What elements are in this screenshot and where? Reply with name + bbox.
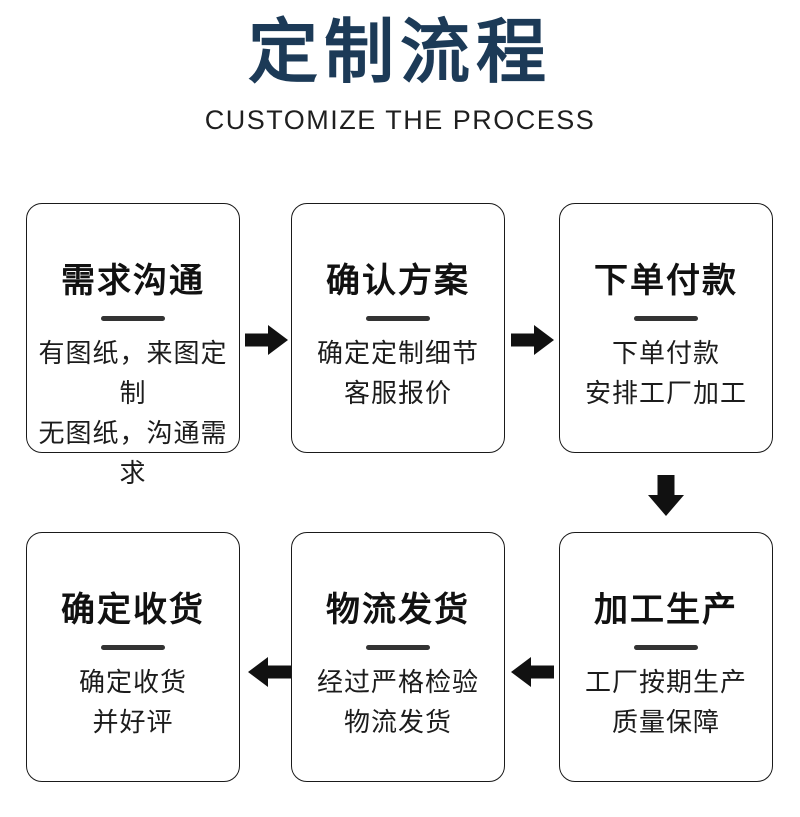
step-card-confirm-plan: 确认方案 确定定制细节 客服报价 <box>291 203 505 453</box>
step-title: 需求沟通 <box>61 262 205 300</box>
step-card-order-payment: 下单付款 下单付款 安排工厂加工 <box>559 203 773 453</box>
step-description-line: 有图纸，来图定制 <box>38 338 228 408</box>
step-description-line: 确定定制细节 <box>316 338 479 368</box>
step-description-line: 工厂按期生产 <box>584 667 747 697</box>
arrow-down-icon <box>647 475 685 517</box>
step-description-line: 无图纸，沟通需求 <box>38 418 228 488</box>
arrow-left-icon <box>510 656 554 688</box>
arrow-right-icon <box>511 324 555 356</box>
step-title: 确认方案 <box>326 262 470 300</box>
divider <box>366 645 430 650</box>
arrow-right-icon <box>245 324 289 356</box>
divider <box>634 316 698 321</box>
step-card-shipping: 物流发货 经过严格检验 物流发货 <box>291 532 505 782</box>
step-description-line: 经过严格检验 <box>316 667 479 697</box>
step-card-production: 加工生产 工厂按期生产 质量保障 <box>559 532 773 782</box>
step-description-line: 确定收货 <box>78 667 187 697</box>
page-title: 定制流程 <box>248 13 552 91</box>
step-title: 下单付款 <box>594 262 738 300</box>
divider <box>634 645 698 650</box>
step-title: 确定收货 <box>61 591 205 629</box>
divider <box>101 645 165 650</box>
step-card-requirement: 需求沟通 有图纸，来图定制 无图纸，沟通需求 <box>26 203 240 488</box>
arrow-left-icon <box>247 656 291 688</box>
step-description-line: 下单付款 <box>611 338 720 368</box>
step-description-line: 质量保障 <box>611 707 720 737</box>
page-subtitle: CUSTOMIZE THE PROCESS <box>204 105 596 135</box>
step-description-line: 物流发货 <box>343 707 452 737</box>
step-description-line: 并好评 <box>92 707 174 737</box>
divider <box>366 316 430 321</box>
divider <box>101 316 165 321</box>
step-card-receipt: 确定收货 确定收货 并好评 <box>26 532 240 782</box>
step-description-line: 安排工厂加工 <box>584 378 747 408</box>
step-title: 加工生产 <box>594 591 738 629</box>
step-title: 物流发货 <box>326 591 470 629</box>
step-description-line: 客服报价 <box>343 378 452 408</box>
